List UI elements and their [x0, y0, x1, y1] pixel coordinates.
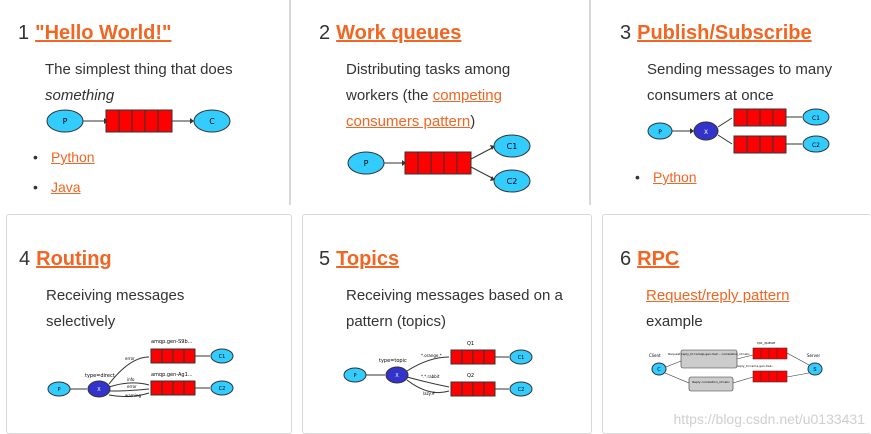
consumer-1-label: C1: [518, 355, 525, 361]
tutorial-title-1: 1"Hello World!": [18, 22, 172, 45]
producer-label: P: [63, 117, 68, 126]
list-item: Python: [33, 142, 95, 172]
binding-key-1: *.orange.*: [421, 353, 442, 358]
tutorial-language-links-3: Python: [635, 162, 697, 192]
binding-key-2: info: [127, 377, 135, 382]
server-label: Server: [807, 353, 820, 358]
queue-2-label: amqp.gen-Ag1...: [151, 372, 193, 378]
client-node-label: C: [657, 367, 661, 373]
routing-diagram: P X type=direct error info error warning…: [47, 339, 234, 398]
exchange-label: X: [704, 129, 708, 136]
binding-key-4: warning: [125, 393, 141, 398]
producer-label: P: [658, 129, 662, 136]
tutorial-number: 2: [319, 22, 331, 44]
queue-1-label: amqp.gen-S9b...: [151, 339, 193, 345]
queue-2-label: Q2: [467, 373, 474, 379]
tutorial-description-6: Request/reply pattern example: [646, 283, 856, 335]
reply-queue-label: reply_to=amq.gen-Xa2...: [737, 364, 774, 368]
exchange-label: X: [395, 373, 399, 379]
producer-label: P: [364, 159, 369, 168]
exchange-type-label: type=topic: [379, 358, 407, 364]
tutorial-link-publish-subscribe[interactable]: Publish/Subscribe: [637, 22, 812, 44]
tutorial-description-5: Receiving messages based on a pattern (t…: [346, 283, 571, 335]
rpc-queue-label: rpc_queue: [757, 341, 775, 345]
exchange-label: X: [97, 387, 101, 393]
tutorial-number: 1: [18, 22, 30, 44]
description-text: The simplest thing that does: [45, 61, 233, 78]
watermark: https://blog.csdn.net/u0133431: [673, 411, 865, 427]
tutorial-language-links-1: Python Java: [33, 142, 95, 202]
tutorial-description-1: The simplest thing that does something: [45, 57, 275, 109]
exchange-type-label: type=direct: [85, 373, 115, 379]
reply-box-label: Reply correlation_id=abc: [692, 380, 730, 384]
description-text: example: [646, 313, 703, 330]
rpc-diagram: Client C Request reply_to=amqp.gen-Xa2..…: [649, 341, 823, 392]
description-tail: ): [470, 113, 476, 130]
description-text: Sending messages to many consumers at on…: [647, 61, 833, 104]
binding-key-3: lazy.#: [423, 391, 436, 396]
work-queues-diagram: P C1 C2: [347, 134, 531, 193]
consumer-label: C: [209, 117, 215, 126]
tutorial-description-2: Distributing tasks among workers (the co…: [346, 57, 536, 135]
binding-key-3: error: [127, 384, 137, 389]
consumer-2-label: C2: [812, 142, 820, 149]
binding-key-1: error: [125, 356, 135, 361]
tutorial-number: 3: [620, 22, 632, 44]
client-label: Client: [649, 353, 661, 358]
tutorial-link-routing[interactable]: Routing: [36, 248, 112, 270]
producer-label: P: [57, 387, 60, 393]
consumer-2-label: C2: [507, 177, 518, 186]
consumer-2-label: C2: [219, 386, 226, 392]
description-text: Receiving messages based on a pattern (t…: [346, 287, 563, 330]
python-link[interactable]: Python: [51, 149, 95, 165]
description-emphasis: something: [45, 87, 115, 104]
consumer-1-label: C1: [812, 115, 820, 122]
tutorial-description-3: Sending messages to many consumers at on…: [647, 57, 857, 109]
consumer-1-label: C1: [507, 142, 518, 151]
java-link[interactable]: Java: [51, 179, 81, 195]
publish-subscribe-diagram: P X C1 C2: [647, 108, 830, 154]
topics-diagram: P X type=topic *.orange.* *.*.rabbit laz…: [343, 341, 533, 397]
hello-world-diagram: P C: [46, 109, 231, 133]
tutorial-number: 6: [620, 248, 632, 270]
request-reply-link[interactable]: Request/reply pattern: [646, 287, 790, 304]
python-link[interactable]: Python: [653, 169, 697, 185]
tutorial-card-1: 1"Hello World!" The simplest thing that …: [0, 0, 290, 205]
producer-label: P: [353, 373, 356, 379]
description-text: Receiving messages selectively: [46, 287, 185, 330]
request-box-label: Request reply_to=amqp.gen-Xa2... correla…: [668, 352, 750, 356]
binding-key-2: *.*.rabbit: [421, 374, 440, 379]
list-item: Python: [635, 162, 697, 192]
tutorial-description-4: Receiving messages selectively: [46, 283, 216, 335]
tutorial-link-hello-world[interactable]: "Hello World!": [35, 22, 172, 44]
consumer-2-label: C2: [518, 387, 525, 393]
server-node-label: S: [813, 367, 816, 373]
consumer-1-label: C1: [219, 354, 226, 360]
tutorial-link-work-queues[interactable]: Work queues: [336, 22, 462, 44]
tutorial-number: 4: [19, 248, 31, 270]
queue-1-label: Q1: [467, 341, 474, 347]
tutorial-link-rpc[interactable]: RPC: [637, 248, 680, 270]
list-item: Java: [33, 172, 95, 202]
competing-consumers-link[interactable]: competing consumers pattern: [346, 87, 502, 130]
description-text: Distributing tasks among workers (the: [346, 61, 511, 104]
tutorial-link-topics[interactable]: Topics: [336, 248, 400, 270]
tutorial-number: 5: [319, 248, 331, 270]
